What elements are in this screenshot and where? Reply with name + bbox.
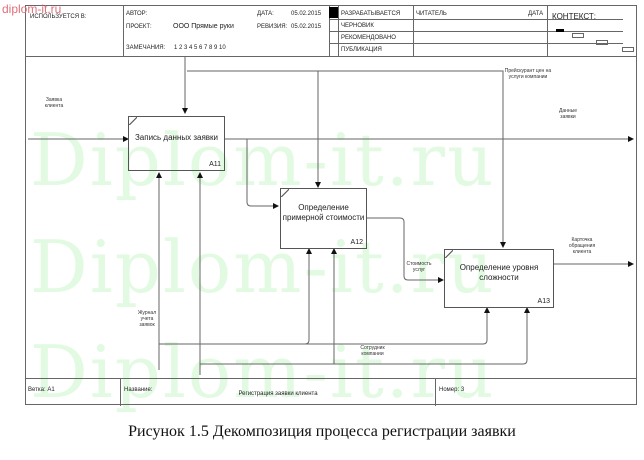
reader-date-label: ДАТА xyxy=(528,11,544,17)
context-box xyxy=(622,47,634,52)
arrow-label-journal: Журнал учета заявок xyxy=(137,310,157,328)
status-recommended: РЕКОМЕНДОВАНО xyxy=(341,35,396,41)
context-label: КОНТЕКСТ: xyxy=(552,12,596,21)
arrow-label-price-list: Прейскурант цен на услуги компании xyxy=(504,68,552,80)
number-label: Номер: xyxy=(439,387,460,393)
box-corner-mark xyxy=(445,250,453,258)
status-draft: ЧЕРНОВИК xyxy=(341,23,374,29)
activity-box-a13[interactable]: Определение уровня сложности A13 xyxy=(444,249,554,308)
box-corner-mark xyxy=(129,117,137,125)
status-marker xyxy=(329,7,338,18)
activity-number: A12 xyxy=(350,239,363,246)
revision-label: РЕВИЗИЯ: xyxy=(257,24,288,30)
node-value: A1 xyxy=(47,387,55,393)
footer-title-cell: Название: Регистрация заявки клиента xyxy=(121,379,436,406)
watermark-corner: diplom-it.ru xyxy=(2,2,62,16)
idef0-header: ИСПОЛЬЗУЕТСЯ В: АВТОР: ПРОЕКТ: ООО Прямы… xyxy=(25,5,637,57)
arrow-label-request-data: Данные заявки xyxy=(558,108,578,120)
used-in-label: ИСПОЛЬЗУЕТСЯ В: xyxy=(30,14,87,20)
date-label: ДАТА: xyxy=(257,11,274,17)
date-value: 05.02.2015 xyxy=(291,11,322,17)
activity-number: A11 xyxy=(209,161,221,168)
status-working: РАЗРАБАТЫВАЕТСЯ xyxy=(341,11,401,17)
context-box xyxy=(572,33,584,38)
activity-label: Определение примерной стоимости xyxy=(282,202,365,222)
context-box xyxy=(596,40,608,45)
figure-caption: Рисунок 1.5 Декомпозиция процесса регист… xyxy=(128,423,516,440)
project-label: ПРОЕКТ: xyxy=(126,24,152,30)
title-label: Название: xyxy=(124,387,153,393)
box-corner-mark xyxy=(281,189,289,197)
footer-node-cell: Ветка: A1 xyxy=(25,379,121,406)
activity-box-a12[interactable]: Определение примерной стоимости A12 xyxy=(280,188,367,249)
arrow-label-cost: Стоимость услуг xyxy=(406,261,432,273)
notes-label: ЗАМЕЧАНИЯ: xyxy=(126,45,166,51)
diagram-title: Регистрация заявки клиента xyxy=(238,391,318,397)
idef0-footer: Ветка: A1 Название: Регистрация заявки к… xyxy=(25,378,637,406)
author-label: АВТОР: xyxy=(126,11,148,17)
notes-numbers: 1 2 3 4 5 6 7 8 9 10 xyxy=(174,45,226,51)
reader-label: ЧИТАТЕЛЬ xyxy=(416,11,447,17)
number-value: 3 xyxy=(460,387,465,393)
context-current-box xyxy=(556,29,564,32)
arrow-label-client-card: Карточка обращения клиента xyxy=(568,237,596,255)
revision-value: 05.02.2015 xyxy=(291,24,322,30)
diagram-frame xyxy=(25,5,637,405)
footer-number-cell: Номер: 3 xyxy=(436,379,637,406)
activity-label: Запись данных заявки xyxy=(134,132,219,142)
status-publication: ПУБЛИКАЦИЯ xyxy=(341,47,382,53)
activity-number: A13 xyxy=(537,298,550,305)
arrow-label-staff: Сотрудник компании xyxy=(360,345,385,357)
node-label: Ветка: xyxy=(28,387,46,393)
project-value: ООО Прямые руки xyxy=(173,23,234,30)
arrow-label-request: Заявка клиента xyxy=(44,97,64,109)
activity-box-a11[interactable]: Запись данных заявки A11 xyxy=(128,116,225,171)
activity-label: Определение уровня сложности xyxy=(459,262,539,282)
